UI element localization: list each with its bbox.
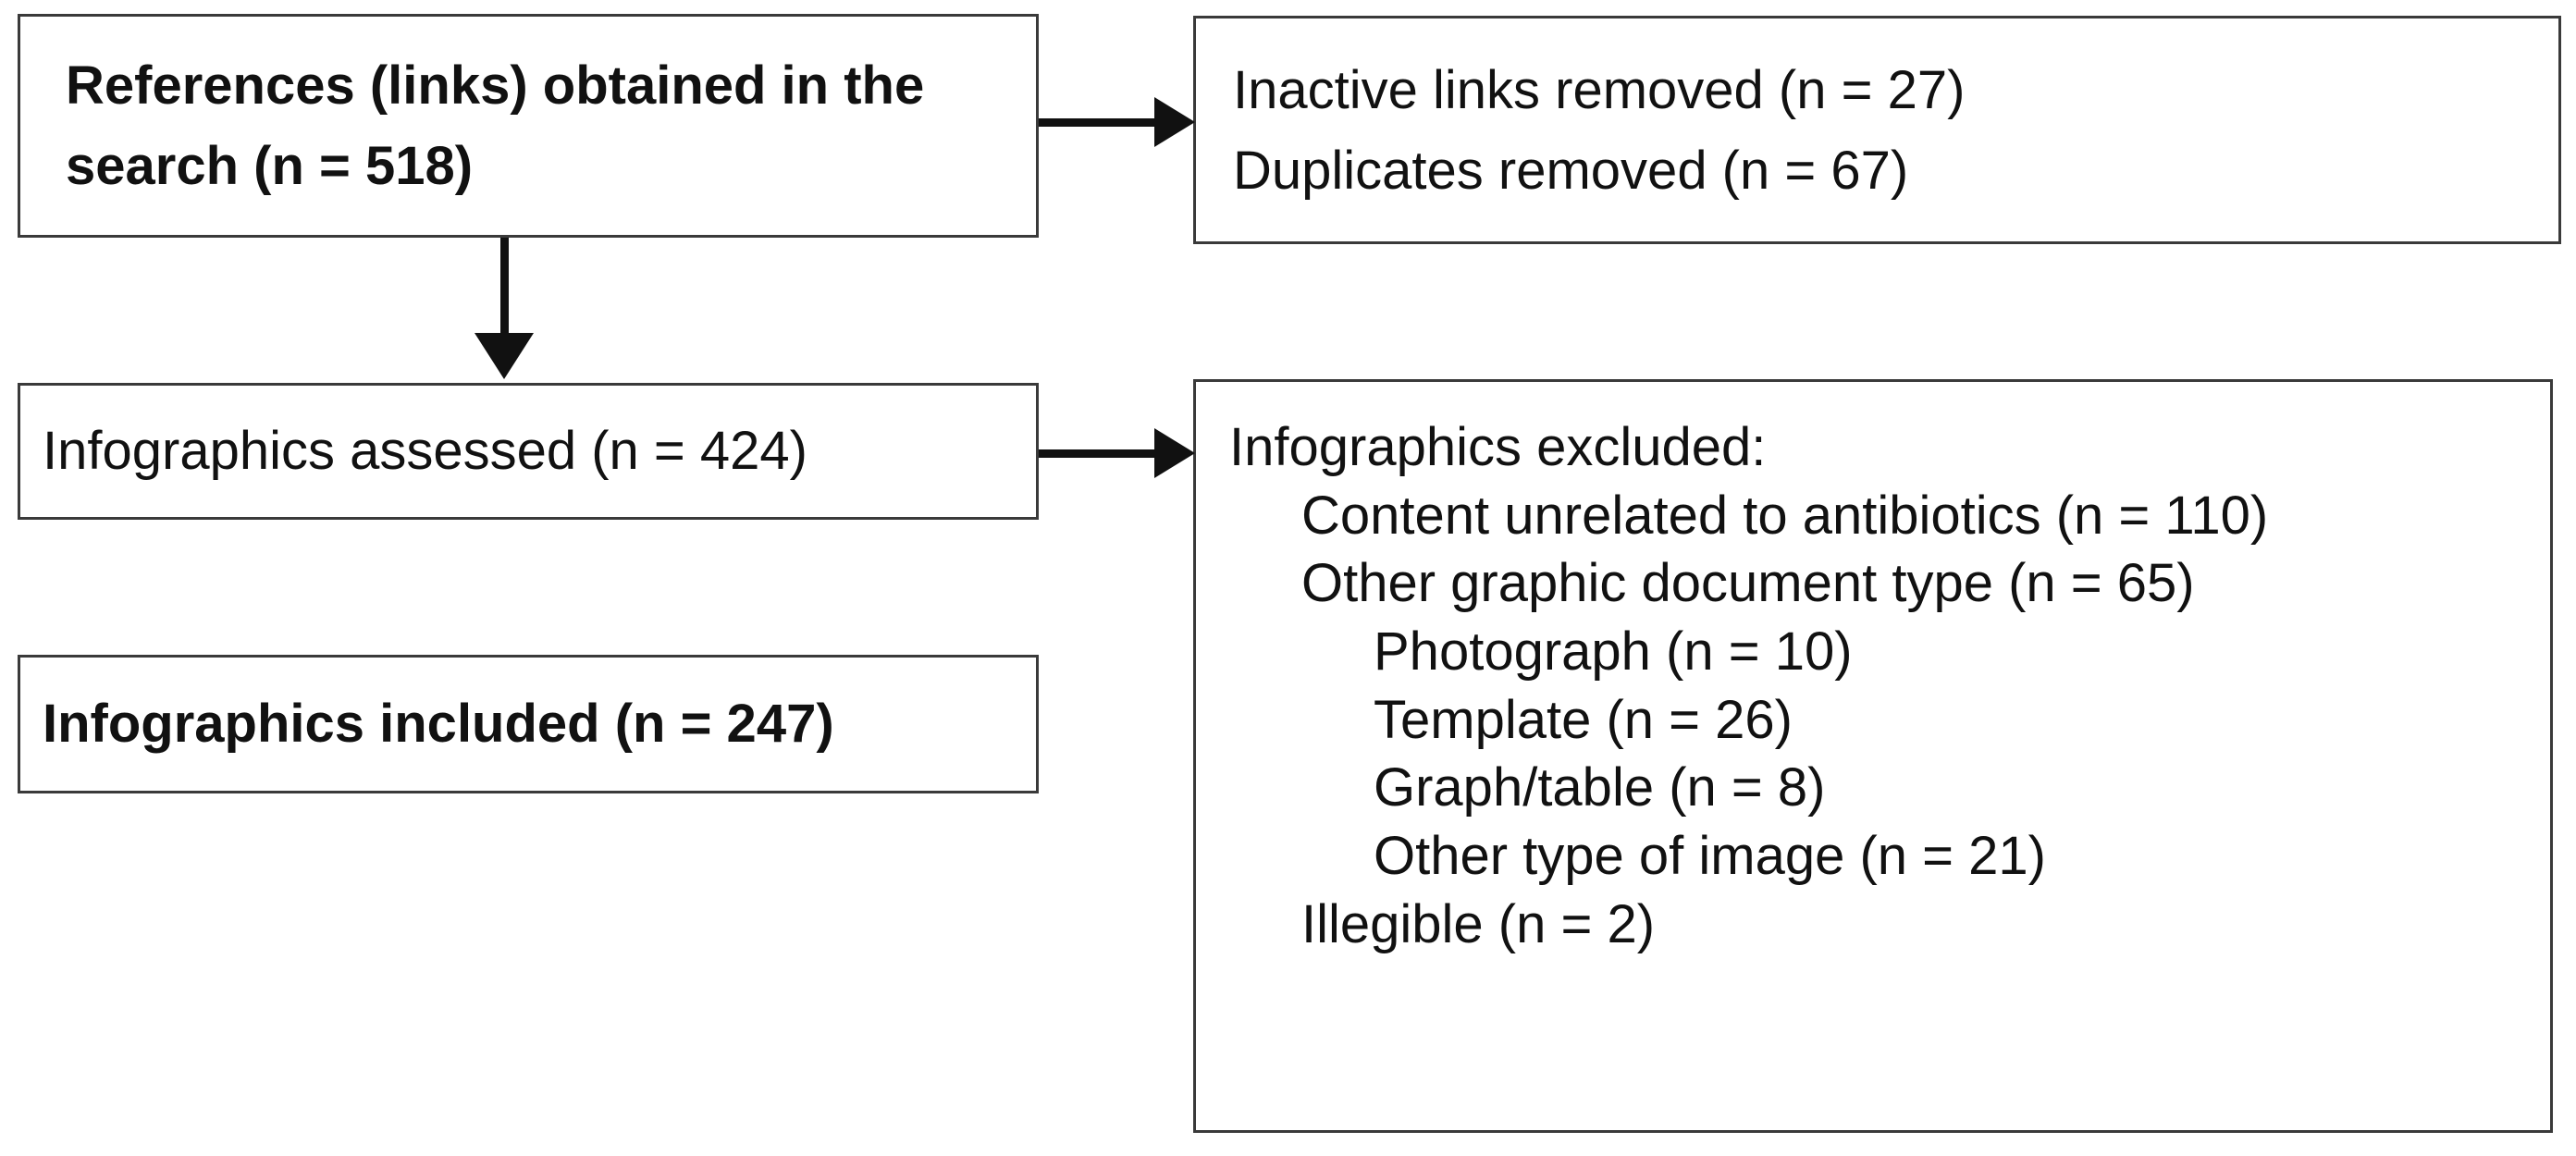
excluded-item-other-graphic-document-type: Other graphic document type (n = 65) — [1301, 553, 2195, 614]
arrow-shaft — [500, 238, 509, 339]
box-infographics-assessed-content: Infographics assessed (n = 424) — [20, 386, 1036, 517]
box-references-obtained: References (links) obtained in the searc… — [18, 14, 1039, 238]
box-infographics-excluded-content: Infographics excluded: Content unrelated… — [1196, 382, 2550, 1130]
box-infographics-assessed: Infographics assessed (n = 424) — [18, 383, 1039, 520]
box-infographics-included-content: Infographics included (n = 247) — [20, 658, 1036, 791]
box-references-obtained-content: References (links) obtained in the searc… — [20, 17, 1036, 235]
box-records-removed-content: Inactive links removed (n = 27) Duplicat… — [1196, 18, 2558, 241]
included-line: Infographics included (n = 247) — [43, 693, 834, 754]
excluded-item-content-unrelated: Content unrelated to antibiotics (n = 11… — [1301, 485, 2269, 546]
arrow-head — [1154, 428, 1195, 478]
excluded-item-graph-table: Graph/table (n = 8) — [1374, 757, 1826, 818]
arrow-head — [475, 333, 534, 379]
box-records-removed: Inactive links removed (n = 27) Duplicat… — [1193, 16, 2561, 244]
box-infographics-included: Infographics included (n = 247) — [18, 655, 1039, 793]
removed-line-duplicates: Duplicates removed (n = 67) — [1233, 140, 1909, 201]
assessed-line: Infographics assessed (n = 424) — [43, 420, 807, 481]
excluded-item-illegible: Illegible (n = 2) — [1301, 893, 1656, 954]
excluded-item-other-type-of-image: Other type of image (n = 21) — [1374, 825, 2046, 886]
arrow-shaft — [1039, 118, 1159, 127]
arrow-head — [1154, 97, 1195, 147]
box-infographics-excluded: Infographics excluded: Content unrelated… — [1193, 379, 2553, 1133]
excluded-item-template: Template (n = 26) — [1374, 689, 1793, 750]
references-line-2: search (n = 518) — [66, 136, 474, 196]
arrow-shaft — [1039, 449, 1159, 458]
removed-line-inactive-links: Inactive links removed (n = 27) — [1233, 59, 1966, 120]
references-line-1: References (links) obtained in the — [66, 55, 925, 116]
excluded-item-photograph: Photograph (n = 10) — [1374, 621, 1853, 682]
excluded-heading: Infographics excluded: — [1229, 417, 1767, 477]
